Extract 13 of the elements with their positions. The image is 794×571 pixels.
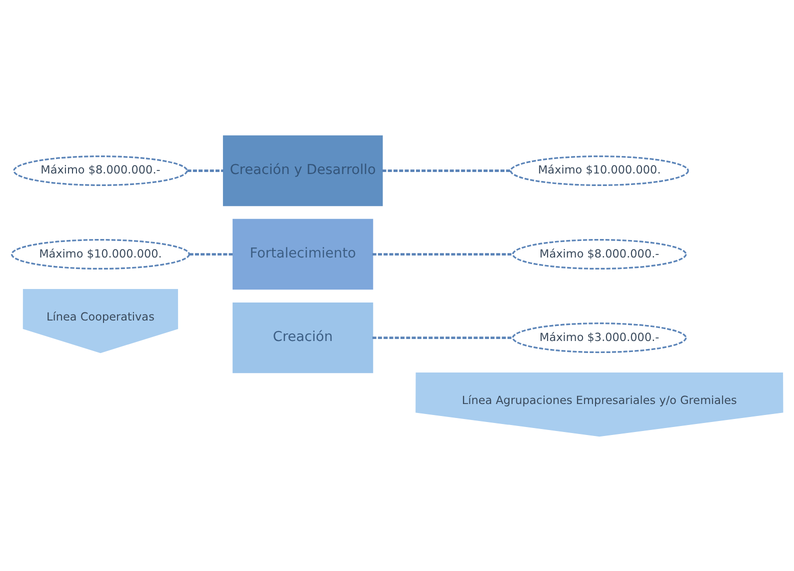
- node-ellipse: Máximo $10.000.000.: [10, 238, 190, 270]
- node-ellipse: Máximo $10.000.000.: [510, 154, 689, 186]
- node-ellipse: Máximo $8.000.000.-: [13, 154, 188, 186]
- connector: [382, 169, 511, 172]
- node-box: Creación: [232, 302, 374, 373]
- node-box: Creación y Desarrollo: [222, 134, 383, 206]
- node-box: Fortalecimiento: [232, 218, 374, 290]
- node-ellipse: Máximo $3.000.000.-: [512, 322, 687, 353]
- connector: [372, 252, 513, 255]
- connector: [372, 336, 513, 338]
- node-ellipse: Máximo $8.000.000.-: [512, 238, 687, 270]
- connector: [187, 169, 224, 172]
- connector: [189, 252, 234, 255]
